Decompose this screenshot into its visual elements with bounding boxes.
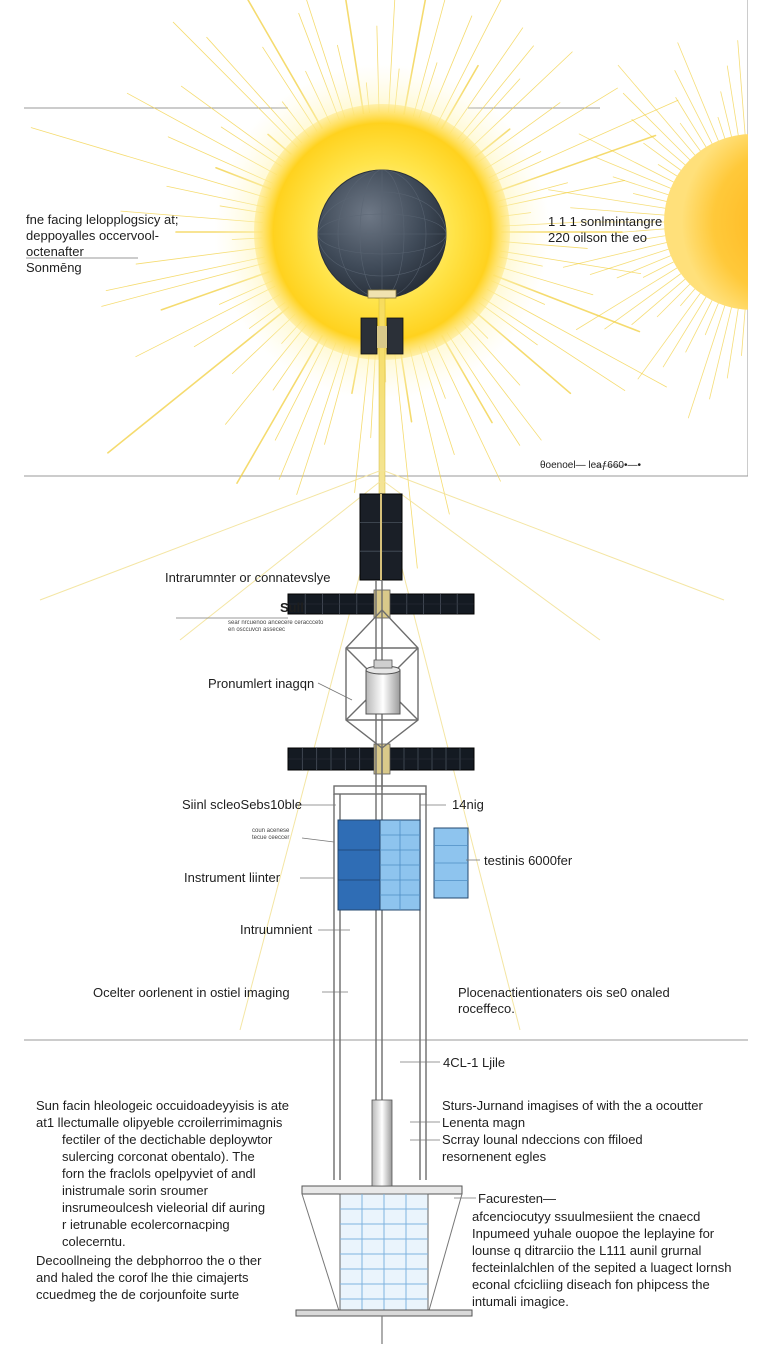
- tiny-caption-2-line-1: coun acenese: [252, 828, 290, 834]
- tiny-caption-2: coun acenese tecue ceeccer: [252, 828, 289, 842]
- tiny-caption-2-line-2: tecue ceeccer: [252, 835, 290, 841]
- label-right-block: Plocenactientionaters ois se0 onaled roc…: [458, 985, 670, 1017]
- right-mid-line-4: resornenent egles: [442, 1149, 547, 1164]
- tiny-caption-1-line-2: en osccuvcn assecec: [228, 627, 286, 633]
- small-solar-panel-top: [360, 317, 404, 355]
- instrument-cylinder: [365, 659, 401, 715]
- bottom-right-line-6: intumali imagice.: [472, 1294, 569, 1309]
- bottom-right-line-3: lounse q ditrarciio the L111 aunil grurn…: [472, 1243, 702, 1258]
- sun-secondary: [664, 134, 768, 310]
- label-top-left-line-1: fne facing lelopplogsicy at;: [26, 212, 179, 227]
- bottom-left-line-9: colecerntu.: [62, 1234, 126, 1249]
- bottom-left-2-line-3: ccuedmeg the de corjounfoite surte: [36, 1287, 240, 1302]
- bottom-left-line-4: sulercing corconat obentalo). The: [62, 1149, 255, 1164]
- solar-arrays: [287, 493, 475, 775]
- text-bottom-left: Sun facin hleologeic occuidoadeyyisis is…: [36, 1097, 289, 1250]
- leader-lines: [26, 257, 624, 1199]
- label-right-4cl: 4CL-1 Ljile: [443, 1055, 506, 1070]
- label-top-left-line-2: deppoyalles occervool-: [26, 228, 159, 243]
- bottom-left-2-line-1: Decoollneing the debphorroo the o ther: [36, 1253, 262, 1268]
- label-right-block-line-2: roceffeco.: [458, 1001, 515, 1016]
- label-top-footer: θoenoel— leaƒ660•—•: [540, 460, 641, 471]
- bottom-right-line-5: econal cfcicliing diseach fon phipcess t…: [472, 1277, 710, 1292]
- text-right-mid: Sturs-Jurnand imagises of with the a oco…: [442, 1097, 703, 1165]
- tiny-caption-1-line-1: sear nrcuenoo ancecere ceraccceto: [228, 620, 324, 626]
- bottom-right-line-2: Inpumeed yuhale ouopoe the leplayine for: [472, 1226, 715, 1241]
- label-occulter-imaging: Ocelter oorlenent in ostiel imaging: [93, 985, 290, 1000]
- bottom-right-line-4: fecteinlalchlen of the sepited a luagect…: [472, 1260, 732, 1275]
- label-top-left-line-4: Sonmēng: [26, 260, 82, 275]
- bottom-left-line-5: forn the fraclols opelpyviet of andl: [62, 1166, 256, 1181]
- text-bottom-right: afcenciocutyy ssuulmesiient the cnaecd I…: [472, 1208, 731, 1310]
- instrument-housing: [295, 1099, 473, 1344]
- occulter-disk: [317, 169, 447, 299]
- occulter-boom: [378, 289, 386, 521]
- label-model-code: Sull: [280, 600, 304, 615]
- right-mid-line-1: Sturs-Jurnand imagises of with the a oco…: [442, 1098, 703, 1113]
- sun-rays-secondary: [548, 40, 753, 419]
- bottom-left-line-7: insrumeoulcesh vieleorial dif auring: [62, 1200, 266, 1215]
- text-bottom-left-2: Decoollneing the debphorroo the o ther a…: [36, 1252, 262, 1303]
- label-top-right-line-2: 220 oilson the eo: [548, 230, 648, 245]
- bottom-left-2-line-2: and haled the corof lhe thie cimajerts: [36, 1270, 249, 1285]
- label-top-right-line-1: 1 1 1 sonlmintangre: [548, 214, 663, 229]
- label-top-left: fne facing lelopplogsicy at; deppoyalles…: [26, 212, 178, 276]
- label-top-left-line-3: octenafter: [26, 244, 84, 259]
- bottom-left-line-8: r ietrunable ecolercornacping: [62, 1217, 230, 1232]
- label-instrumnient: Intruumnient: [240, 922, 313, 937]
- bottom-right-title: Facuresten—: [478, 1191, 557, 1206]
- label-instrument-or: Intrarumnter or connatevslye: [165, 570, 331, 585]
- label-right-testinis: testinis 6000fer: [484, 853, 573, 868]
- label-instrument-limiter: Instrument liinter: [184, 870, 281, 885]
- label-sunl-scale: Siinl scleoSebs10ble: [182, 797, 302, 812]
- bottom-left-line-1: Sun facin hleologeic occuidoadeyyisis is…: [36, 1098, 289, 1113]
- bottom-left-line-6: inistrumale sorin sroumer: [62, 1183, 208, 1198]
- blue-instrument-panels: [337, 819, 469, 911]
- bottom-left-line-3: fectiler of the dectichable deploywtor: [62, 1132, 273, 1147]
- label-top-right: 1 1 1 sonlmintangre 220 oilson the eo: [548, 214, 662, 246]
- label-prominent: Pronumlert inagqn: [208, 676, 315, 691]
- right-mid-line-3: Scrray lounal ndeccions con ffiloed: [442, 1132, 643, 1147]
- label-right-block-line-1: Plocenactientionaters ois se0 onaled: [458, 985, 670, 1000]
- label-right-1kmg: 14nig: [452, 797, 484, 812]
- right-mid-line-2: Lenenta magn: [442, 1115, 526, 1130]
- bottom-left-line-2: at1 llectumalle olipyeble ccroilerrimima…: [36, 1115, 283, 1130]
- tiny-caption-1: sear nrcuenoo ancecere ceraccceto en osc…: [228, 620, 323, 634]
- bottom-right-line-1: afcenciocutyy ssuulmesiient the cnaecd: [472, 1209, 701, 1224]
